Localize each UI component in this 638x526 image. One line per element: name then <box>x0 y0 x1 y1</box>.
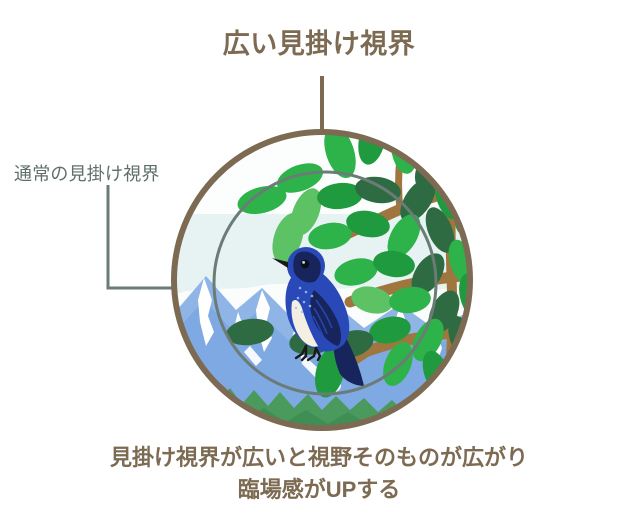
caption-line-2: 臨場感がUPする <box>237 477 401 503</box>
inner-ring-normal-field <box>212 170 438 396</box>
label-normal-apparent-field: 通常の見掛け視界 <box>14 164 160 184</box>
outer-ring-wide-field <box>171 129 473 431</box>
caption-line-1: 見掛け視界が広いと視野そのものが広がり <box>109 445 528 471</box>
blue-bird <box>272 247 364 386</box>
caption-block: 見掛け視界が広いと視野そのものが広がり 臨場感がUPする <box>0 442 638 506</box>
title-wide-apparent-field: 広い見掛け視界 <box>222 29 416 59</box>
